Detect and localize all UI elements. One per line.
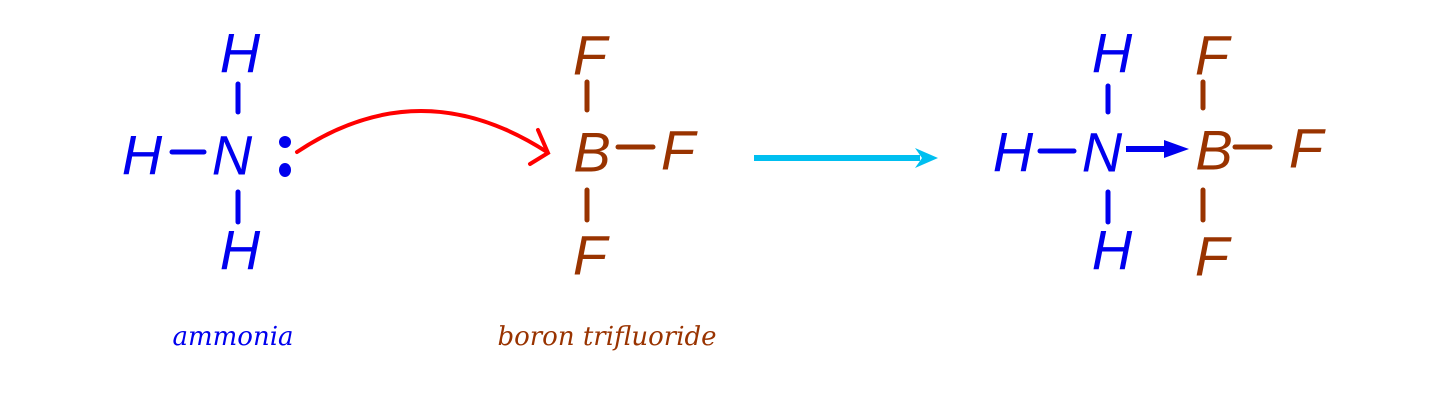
ammonia-label: ammonia (172, 322, 293, 352)
product-n: N (1082, 121, 1123, 184)
ammonia-h-top: H (220, 22, 261, 85)
ammonia-n: N (212, 124, 253, 187)
bf3-f-right: F (661, 119, 698, 182)
product-f-right: F (1289, 117, 1326, 180)
bf3-f-bottom: F (573, 224, 610, 287)
electron-pair-arrow (295, 109, 551, 166)
ammonia-molecule: H H N H (122, 22, 291, 282)
product-adduct: H H N H F B F F (993, 22, 1326, 288)
product-f-bottom: F (1195, 225, 1232, 288)
product-h-bottom: H (1092, 219, 1133, 282)
ammonia-h-bottom: H (220, 219, 261, 282)
bf3-b: B (573, 121, 610, 184)
product-f-top: F (1195, 24, 1232, 87)
product-b: B (1195, 119, 1232, 182)
boron-trifluoride-molecule: F B F F (573, 24, 698, 287)
bf3-f-top: F (573, 24, 610, 87)
boron-trifluoride-label: boron trifluoride (497, 322, 716, 352)
reaction-arrow-head (915, 148, 938, 168)
curved-arrow-shaft (295, 109, 549, 154)
product-h-top: H (1092, 22, 1133, 85)
ammonia-h-left: H (122, 124, 163, 187)
lone-pair-dot-bottom (279, 163, 291, 177)
product-h-left: H (993, 121, 1034, 184)
dative-bond-arrowhead (1164, 140, 1189, 158)
curved-arrow-head (528, 128, 551, 166)
reaction-arrow (754, 148, 938, 168)
lone-pair-dot-top (279, 136, 291, 148)
